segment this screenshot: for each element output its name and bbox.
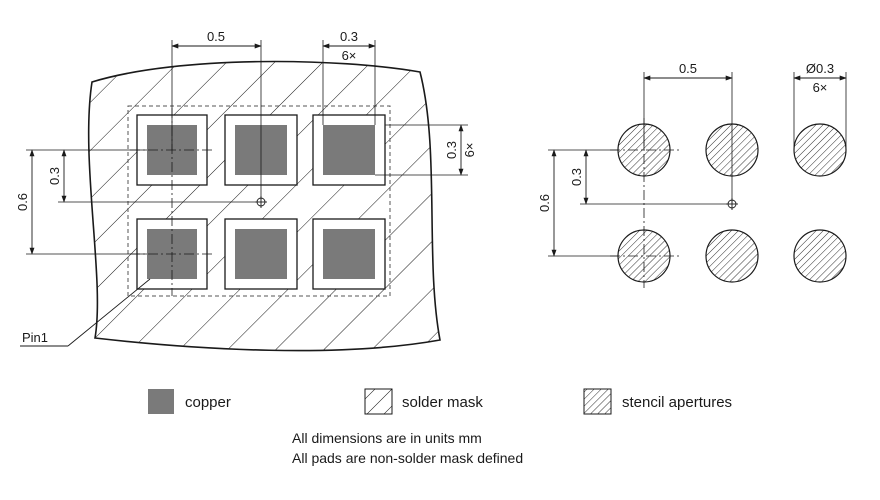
note-units: All dimensions are in units mm	[292, 430, 482, 446]
stencil-diameter-label: Ø0.3	[806, 61, 834, 76]
copper-pad	[323, 125, 375, 175]
note-nsmd: All pads are non-solder mask defined	[292, 450, 523, 466]
stencil-origin-marker	[726, 198, 738, 210]
stencil-center-lines	[610, 118, 680, 288]
stencil-aperture	[793, 123, 847, 177]
footprint-view: 0.5 0.3 6× 0.3 6× 0.6 0.3 Pin1	[15, 29, 477, 352]
row-pitch-label: 0.6	[15, 193, 30, 211]
stencil-half-row-label: 0.3	[569, 168, 584, 186]
legend-copper-swatch	[148, 389, 174, 414]
legend-solder-mask-label: solder mask	[402, 394, 483, 411]
legend-copper-label: copper	[185, 394, 231, 411]
legend-solder-mask-swatch	[364, 388, 393, 415]
pad-size-label: 0.3	[340, 29, 358, 44]
solder-mask-area	[87, 60, 441, 352]
stencil-aperture	[705, 229, 759, 283]
stencil-row-pitch-label: 0.6	[537, 194, 552, 212]
stencil-aperture	[617, 229, 671, 283]
legend-stencil-label: stencil apertures	[622, 394, 732, 411]
stencil-view: 0.5 Ø0.3 6× 0.6 0.3	[537, 61, 847, 288]
pin1-label: Pin1	[22, 330, 48, 345]
dimension-arrows	[29, 43, 464, 255]
copper-pad	[323, 229, 375, 279]
stencil-pitch-label: 0.5	[679, 61, 697, 76]
extension-lines	[26, 40, 468, 255]
copper-pad	[235, 229, 287, 279]
package-outline	[127, 105, 391, 297]
stencil-extension-lines	[548, 72, 847, 257]
legend-stencil-swatch	[583, 388, 612, 415]
pad-count-vertical-label: 6×	[462, 143, 477, 158]
half-row-label: 0.3	[47, 167, 62, 185]
stencil-dimension-arrows	[551, 75, 847, 257]
legend: copper solder mask stencil apertures	[148, 388, 732, 415]
aperture-row-bottom	[617, 229, 847, 283]
pad-count-label: 6×	[342, 48, 357, 63]
pitch-label: 0.5	[207, 29, 225, 44]
pin1-leader	[67, 278, 151, 347]
stencil-count-label: 6×	[813, 80, 828, 95]
stencil-aperture	[793, 229, 847, 283]
origin-marker	[255, 196, 267, 208]
pad-size-vertical-label: 0.3	[444, 141, 459, 159]
